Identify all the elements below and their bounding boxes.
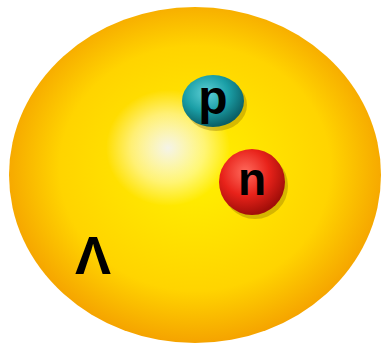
nucleon-ball <box>182 75 244 127</box>
nucleon-circle: p <box>182 75 244 127</box>
nucleus-outline <box>8 6 382 344</box>
nucleon-circle: n <box>219 149 285 215</box>
nucleon-label: n <box>238 156 266 202</box>
particle-symbol: Λ <box>75 228 111 282</box>
nucleon-label: p <box>198 74 227 122</box>
hypernucleus-region: Λpn <box>8 6 382 344</box>
nucleus-ellipse <box>9 7 381 343</box>
nucleon-ball <box>219 149 285 215</box>
